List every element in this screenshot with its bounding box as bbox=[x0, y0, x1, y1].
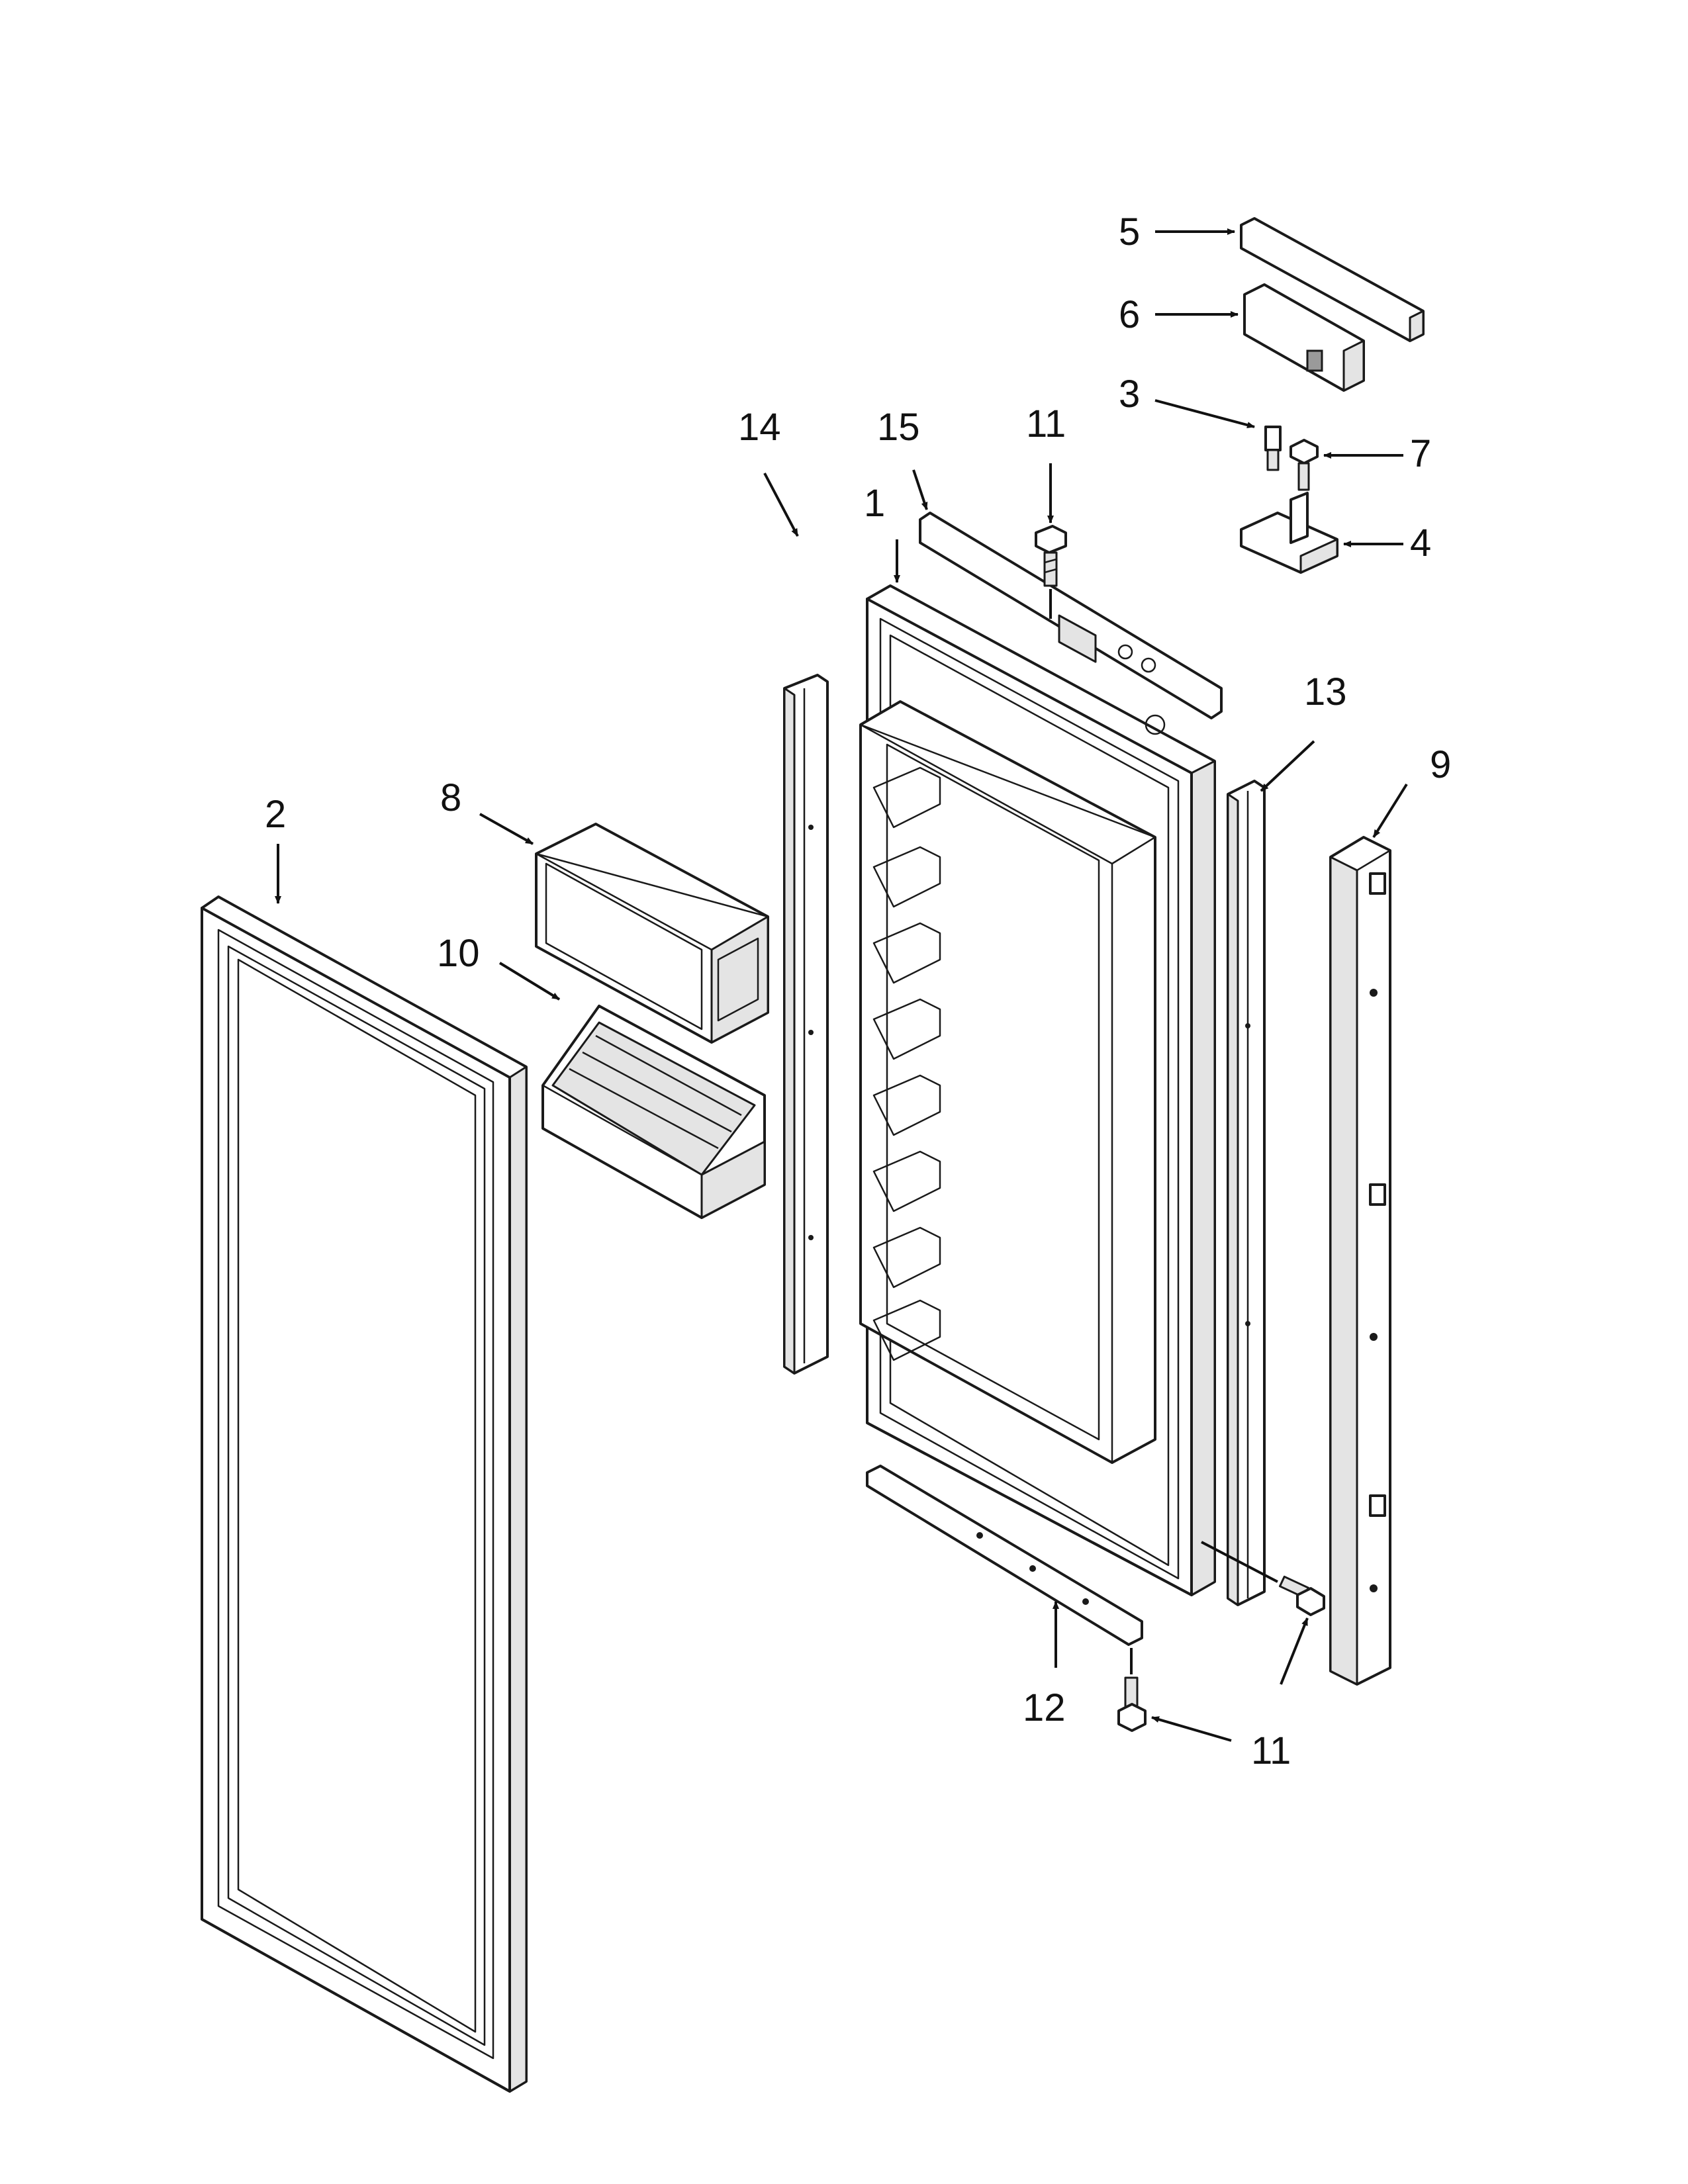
door-outer-panel bbox=[201, 895, 528, 2093]
hinge-pin bbox=[1264, 426, 1282, 471]
callout-4: 4 bbox=[1410, 522, 1431, 565]
top-trim-cap bbox=[1240, 217, 1425, 342]
callout-14: 14 bbox=[738, 406, 781, 449]
left-trim-strip bbox=[783, 674, 829, 1375]
top-screw bbox=[1035, 525, 1067, 587]
callout-5: 5 bbox=[1119, 210, 1140, 253]
callout-9: 9 bbox=[1430, 743, 1451, 786]
callout-12: 12 bbox=[1023, 1686, 1066, 1729]
callout-11-top: 11 bbox=[1026, 402, 1066, 445]
hinge-cover bbox=[1243, 283, 1365, 392]
door-bin-lower bbox=[541, 1005, 766, 1219]
callout-8: 8 bbox=[440, 776, 461, 819]
bottom-hinge-plate bbox=[866, 1465, 1143, 1646]
side-screw-axis bbox=[1201, 1541, 1278, 1583]
callout-10: 10 bbox=[437, 932, 480, 975]
side-screw bbox=[1278, 1575, 1325, 1616]
door-liner-assembly bbox=[859, 584, 1216, 1596]
hinge-screw bbox=[1289, 439, 1319, 491]
callout-3: 3 bbox=[1119, 373, 1140, 416]
callout-6: 6 bbox=[1119, 293, 1140, 336]
callout-11-bottom: 11 bbox=[1251, 1729, 1291, 1772]
callout-13: 13 bbox=[1304, 670, 1347, 713]
right-trim-strip bbox=[1227, 780, 1266, 1606]
bottom-screw bbox=[1117, 1676, 1147, 1732]
callout-7: 7 bbox=[1410, 432, 1431, 475]
door-bin-upper bbox=[535, 823, 769, 1044]
hinge-rail bbox=[1329, 836, 1391, 1686]
callout-arrows bbox=[275, 228, 1408, 1742]
top-hinge-plate bbox=[919, 512, 1223, 719]
callout-15: 15 bbox=[877, 406, 920, 449]
callout-1: 1 bbox=[864, 482, 885, 525]
hinge-bracket bbox=[1240, 492, 1338, 574]
callout-2: 2 bbox=[265, 793, 286, 836]
